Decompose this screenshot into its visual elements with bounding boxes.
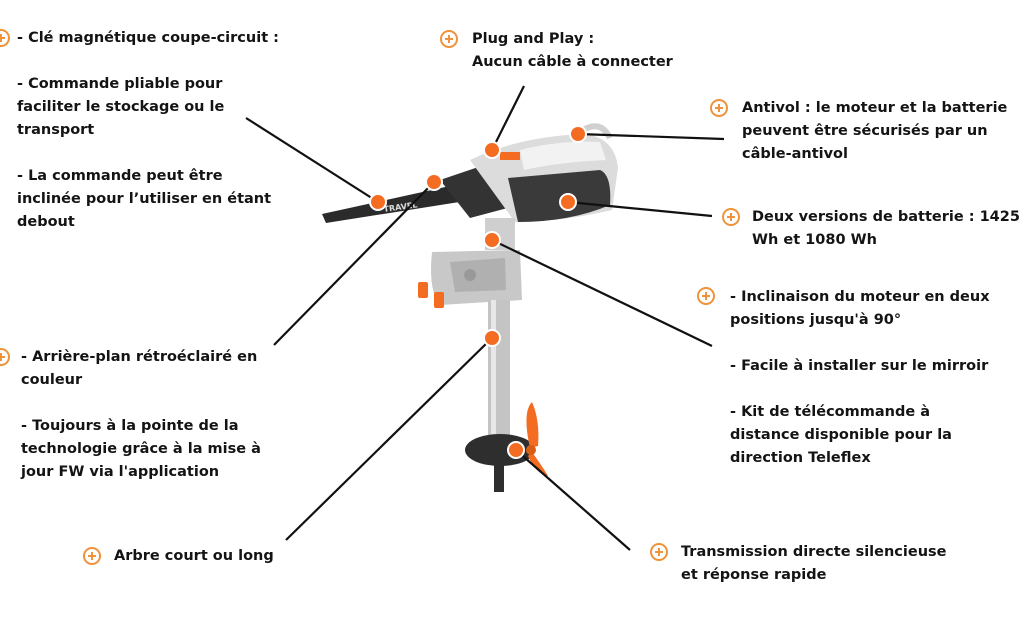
marker-plug [483,141,501,159]
leader-transmission [515,449,631,551]
callout-line: peuvent être sécurisés par un [742,123,988,139]
marker-inclinaison [483,231,501,249]
tiller-handle [322,182,472,223]
callout-line: Aucun câble à connecter [472,54,673,70]
marker-transmission [507,441,525,459]
plus-circle-icon [722,208,740,226]
callout-line: Arbre court ou long [114,548,274,564]
callout-line: direction Teleflex [730,450,871,466]
propeller-blade-top [526,402,539,448]
leader-inclinaison [491,239,713,347]
callout-line: couleur [21,372,83,388]
marker-arbre [483,329,501,347]
callout-line: - Kit de télécommande à [730,404,931,420]
callout-line: - Clé magnétique coupe-circuit : [17,30,279,46]
callout-line: - Commande pliable pour [17,76,223,92]
callout-batterie: Deux versions de batterie : 1425 Wh et 1… [752,206,1020,252]
skeg [494,460,504,492]
clamp-screw-right [434,292,444,308]
callout-line: faciliter le stockage ou le [17,99,225,115]
callout-line: debout [17,214,75,230]
callout-line: - Inclinaison du moteur en deux [730,289,990,305]
hotspot-markers [369,125,587,459]
plus-circle-icon [0,348,10,366]
callout-line: câble-antivol [742,146,848,162]
callout-commande: - Commande pliable pour faciliter le sto… [17,73,271,234]
plug-connector [500,152,520,160]
plus-circle-icon [83,547,101,565]
plus-circle-icon [0,29,10,47]
callout-line: jour FW via l'application [21,464,220,480]
callout-arriere-plan: - Arrière-plan rétroéclairé en couleur -… [21,346,261,484]
plus-circle-icon [697,287,715,305]
callout-line: transport [17,122,95,138]
callout-line: - La commande peut être [17,168,223,184]
callout-line: et réponse rapide [681,567,827,583]
callout-gap [730,332,990,355]
marker-arriere [425,173,443,191]
callout-gap [730,378,990,401]
callout-line: - Toujours à la pointe de la [21,418,239,434]
callout-line: Plug and Play : [472,31,595,47]
leader-arriere [273,181,435,346]
callout-arbre: Arbre court ou long [114,545,274,568]
plus-circle-icon [710,99,728,117]
leader-antivol [577,132,725,141]
outboard-motor: TRAVEL [322,123,618,492]
callout-antivol: Antivol : le moteur et la batterie peuve… [742,97,1007,166]
callout-gap [21,392,261,415]
marker-commande [369,193,387,211]
callout-line: Antivol : le moteur et la batterie [742,100,1008,116]
plus-circle-icon [650,543,668,561]
callout-line: positions jusqu'à 90° [730,312,902,328]
callout-line: distance disponible pour la [730,427,952,443]
callout-cle-magnetique: - Clé magnétique coupe-circuit : [17,27,279,50]
callout-gap [17,142,271,165]
clamp-screw-left [418,282,428,298]
propeller-blade-bottom [528,452,548,476]
callout-line: Transmission directe silencieuse [681,544,947,560]
leader-lines [245,85,725,551]
battery-pack [508,170,611,222]
leader-arbre [285,337,493,541]
callout-line: Wh et 1080 Wh [752,232,877,248]
callout-inclinaison: - Inclinaison du moteur en deux position… [730,286,990,470]
leader-batterie [567,200,713,218]
callout-line: - Facile à installer sur le mirroir [730,358,989,374]
callout-line: - Arrière-plan rétroéclairé en [21,349,258,365]
callout-transmission: Transmission directe silencieuse et répo… [681,541,947,587]
leader-commande [245,117,379,203]
leader-plug [491,85,525,151]
marker-antivol [569,125,587,143]
callout-plug-and-play: Plug and Play : Aucun câble à connecter [472,28,673,74]
marker-batterie [559,193,577,211]
callout-line: technologie grâce à la mise à [21,441,261,457]
callout-line: inclinée pour l’utiliser en étant [17,191,272,207]
callout-line: Deux versions de batterie : 1425 [752,209,1020,225]
plus-circle-icon [440,30,458,48]
